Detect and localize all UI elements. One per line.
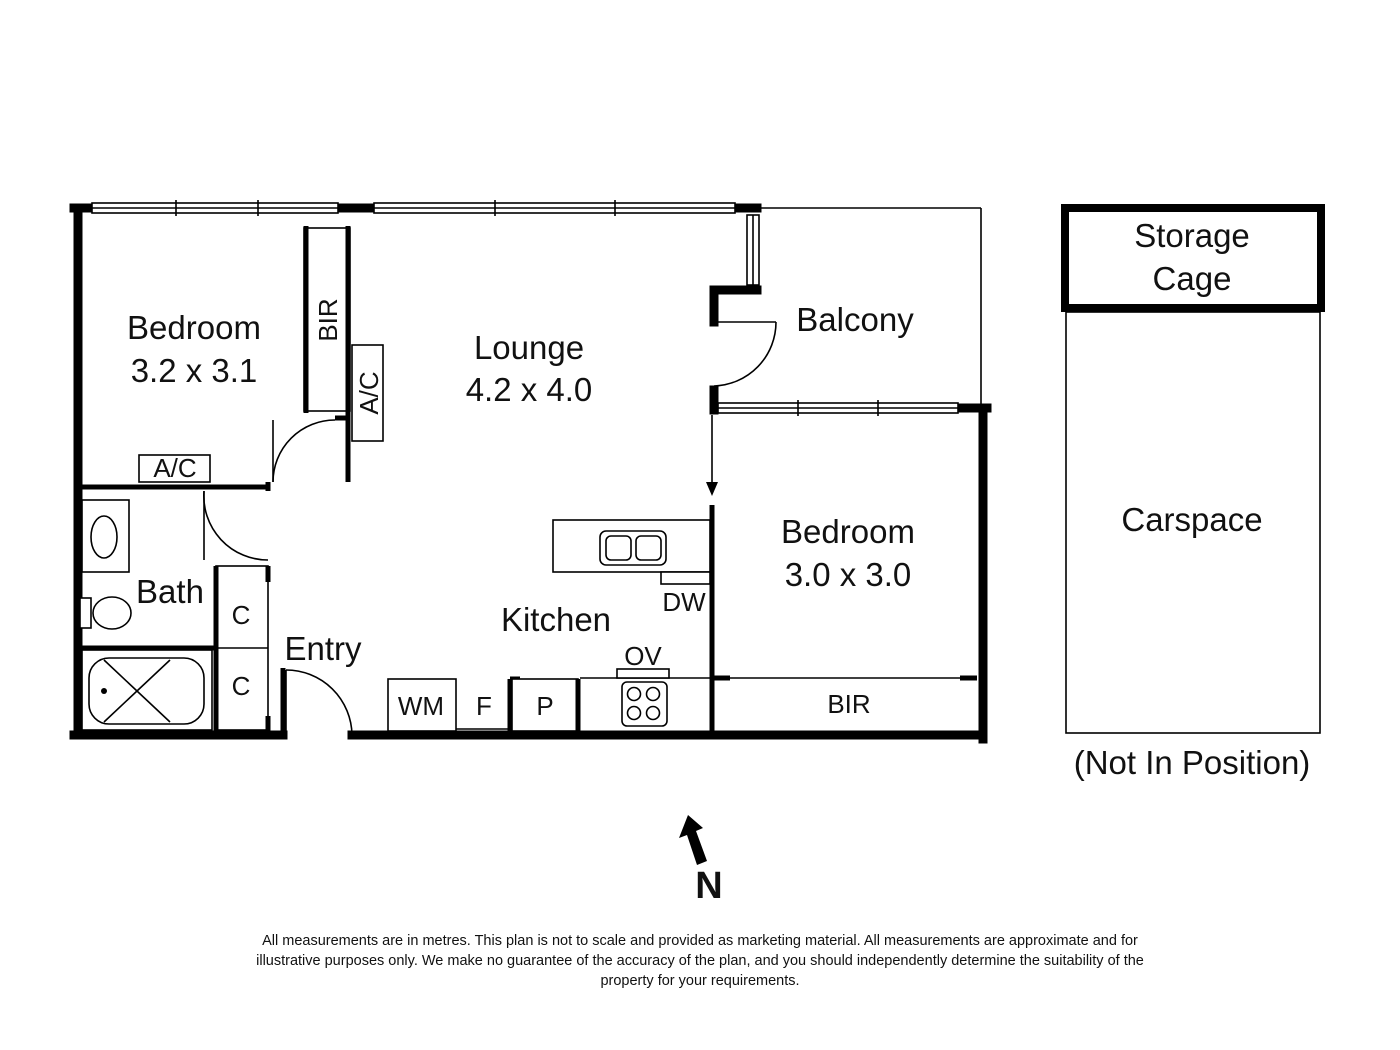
bedroom1-name: Bedroom (127, 309, 261, 346)
dishwasher-label: DW (662, 587, 706, 617)
bedroom1-walls (80, 226, 384, 491)
balcony-name: Balcony (796, 301, 914, 338)
bedroom2-name: Bedroom (781, 513, 915, 550)
compass-north-label: N (695, 865, 722, 907)
bedroom2-size: 3.0 x 3.0 (785, 556, 912, 593)
entry-door (280, 668, 353, 738)
disclaimer-text: All measurements are in metres. This pla… (256, 933, 1144, 989)
linen-cupboard-1-label: C (232, 600, 251, 630)
outbuildings (1061, 204, 1325, 734)
balcony-outline (709, 207, 982, 416)
room-labels: Bedroom 3.2 x 3.1 Lounge 4.2 x 4.0 Balco… (127, 301, 915, 667)
exterior-walls (69, 203, 992, 744)
bir-bedroom1-label: BIR (313, 298, 343, 341)
washing-machine-label: WM (398, 691, 444, 721)
outbuilding-labels: Storage Cage Carspace (Not In Position) (1074, 217, 1311, 781)
kitchen-name: Kitchen (501, 601, 611, 638)
lounge-size: 4.2 x 4.0 (466, 371, 593, 408)
pantry-label: P (536, 691, 553, 721)
fridge-label: F (476, 691, 492, 721)
north-compass (679, 815, 707, 865)
bath-name: Bath (136, 573, 204, 610)
top-windows (91, 200, 736, 216)
ac-bedroom1-label: A/C (153, 453, 196, 483)
entry-name: Entry (284, 630, 362, 667)
lounge-name: Lounge (474, 329, 584, 366)
bedroom1-size: 3.2 x 3.1 (131, 352, 258, 389)
ac-lounge-label: A/C (354, 371, 384, 414)
storage-cage-line1: Storage (1134, 217, 1250, 254)
carspace-label: Carspace (1121, 501, 1262, 538)
kitchen-fixtures (387, 519, 712, 733)
linen-cupboard-2-label: C (232, 671, 251, 701)
bathroom-fixtures (79, 490, 271, 733)
bir-bedroom2-label: BIR (827, 689, 870, 719)
oven-label: OV (624, 641, 662, 671)
north-arrow-icon (679, 815, 707, 865)
storage-cage-line2: Cage (1153, 260, 1232, 297)
bedroom2-walls (706, 415, 977, 733)
carspace-note: (Not In Position) (1074, 744, 1311, 781)
fixture-labels: BIR A/C A/C C C WM F P OV DW BIR (153, 298, 870, 721)
